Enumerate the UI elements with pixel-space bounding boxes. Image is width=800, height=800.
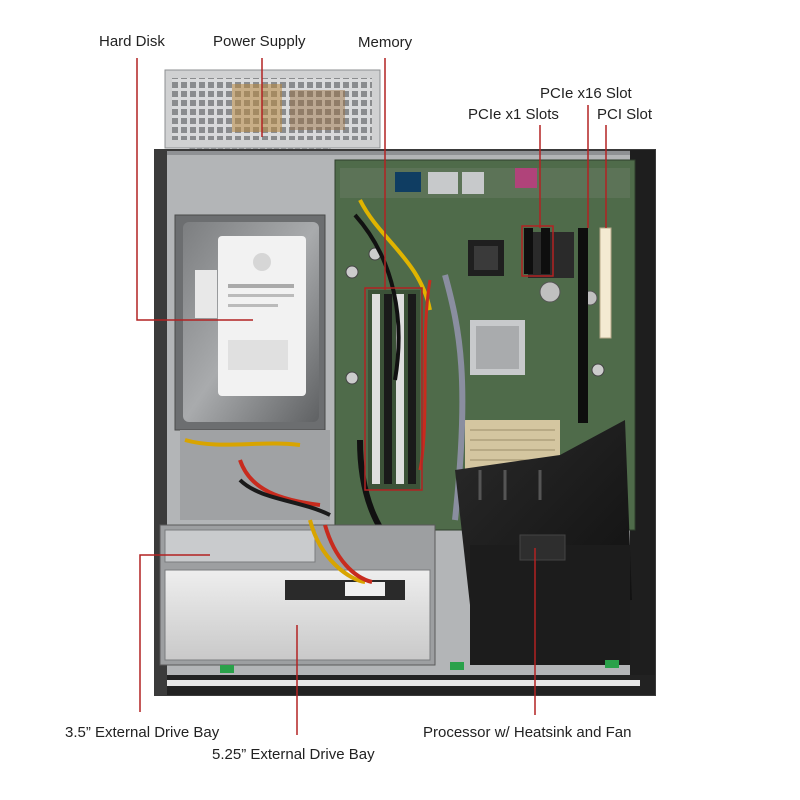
memory-highlight-box — [364, 287, 423, 491]
label-pci-slot: PCI Slot — [597, 106, 653, 123]
memory-slot-2 — [384, 294, 392, 484]
label-drive-bay-3-5: 3.5” External Drive Bay — [65, 724, 220, 741]
memory-dimm-1 — [372, 294, 380, 484]
label-pcie-x1-slots: PCIe x1 Slots — [468, 106, 559, 123]
label-hard-disk: Hard Disk — [99, 33, 165, 50]
drive-bay-3-5 — [164, 529, 316, 563]
hard-disk — [174, 214, 326, 431]
callout-lines — [136, 58, 607, 735]
pcie-x1-slot-1 — [524, 228, 533, 274]
pcie-x1-highlight-box — [521, 225, 554, 277]
pcie-x1-slot-2 — [541, 228, 550, 274]
label-pcie-x16-slot: PCIe x16 Slot — [540, 85, 632, 102]
label-power-supply: Power Supply — [213, 33, 306, 50]
label-memory: Memory — [358, 34, 413, 51]
label-drive-bay-5-25: 5.25” External Drive Bay — [212, 746, 375, 763]
label-processor: Processor w/ Heatsink and Fan — [423, 724, 632, 741]
processor-heatsink-fan — [455, 420, 632, 665]
memory-slot-4 — [408, 294, 416, 484]
callout-hard-disk — [136, 58, 253, 321]
pcie-x16-slot — [578, 228, 588, 423]
pci-slot — [599, 227, 612, 339]
callout-drive-3-5 — [139, 554, 210, 712]
memory-dimm-3 — [396, 294, 404, 484]
